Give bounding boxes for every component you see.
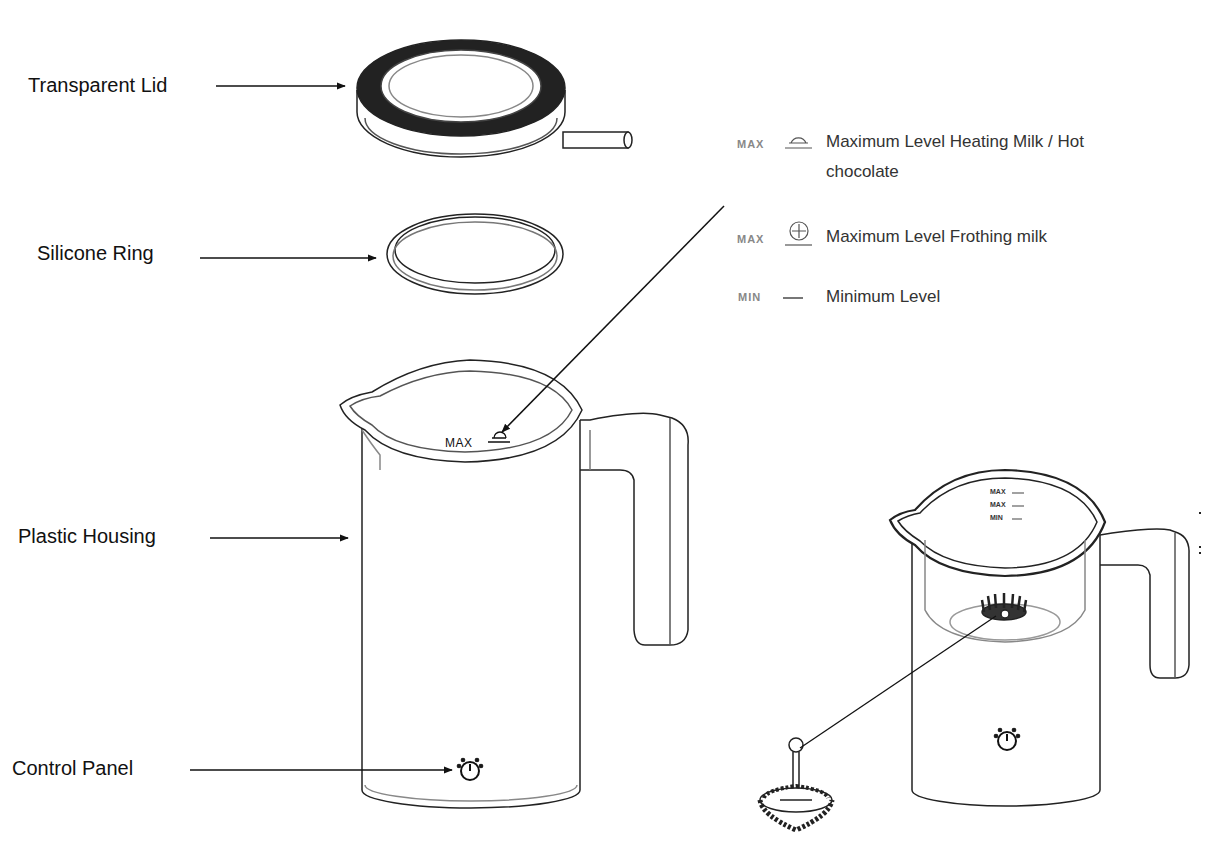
lid-drawing — [357, 40, 632, 157]
level-mark: MAX — [737, 138, 764, 151]
level-mark: MAX — [737, 233, 764, 246]
jug-drawing — [340, 360, 688, 808]
open-jug-drawing — [890, 470, 1200, 806]
level-mark: MIN — [990, 514, 1003, 522]
part-name: Control Panel — [12, 756, 133, 780]
whisk-drawing — [760, 738, 832, 830]
level-mark: MAX — [990, 488, 1006, 496]
level-description: Minimum Level — [826, 287, 940, 307]
level-description: Maximum Level Heating Milk / Hot chocola… — [826, 127, 1126, 187]
level-mark: MAX — [445, 436, 473, 450]
part-name: Silicone Ring — [37, 241, 154, 265]
level-mark: MIN — [738, 291, 761, 304]
level-mark: MAX — [990, 501, 1006, 509]
part-name: Transparent Lid — [28, 73, 167, 97]
part-name: Plastic Housing — [18, 524, 156, 548]
level-description: Maximum Level Frothing milk — [826, 227, 1047, 247]
leader-lines — [190, 86, 996, 770]
ring-drawing — [387, 214, 563, 294]
level-symbols — [783, 138, 812, 298]
